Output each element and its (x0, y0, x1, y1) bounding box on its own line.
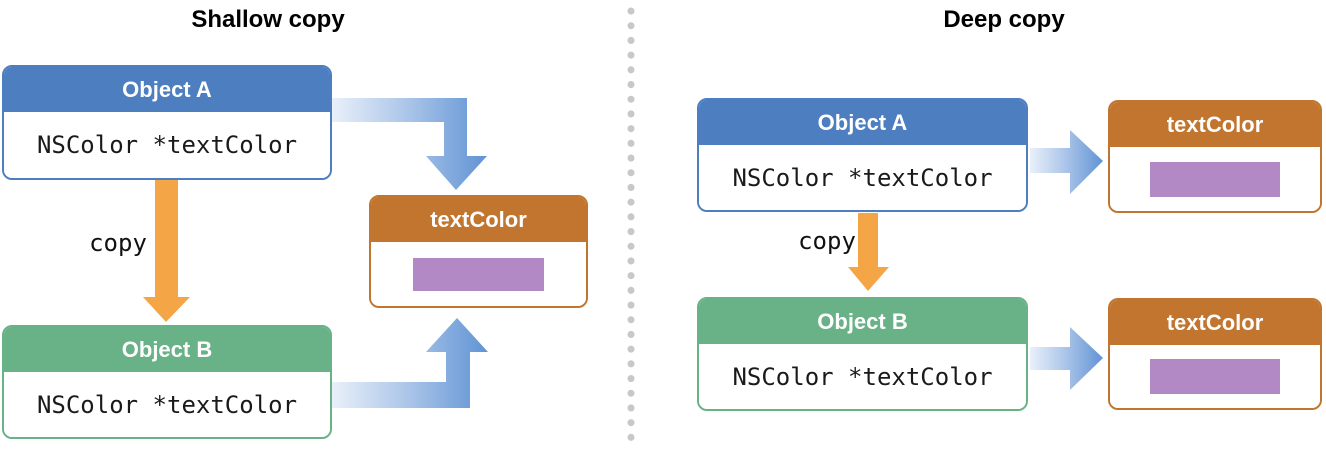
arrow-deep-copy (848, 213, 889, 291)
arrow-deep-b-to-textcolor (1030, 327, 1103, 390)
shallow-copy-title: Shallow copy (191, 6, 345, 33)
shallow-object-a-field: NSColor *textColor (4, 112, 330, 178)
deep-color-swatch-a (1150, 161, 1280, 197)
deep-object-a-box: Object A NSColor *textColor (697, 98, 1028, 212)
deep-textcolor-a-box: textColor (1108, 100, 1322, 213)
shallow-textcolor-box: textColor (369, 195, 588, 308)
arrow-deep-a-to-textcolor (1030, 130, 1103, 194)
deep-copy-title: Deep copy (943, 6, 1065, 33)
deep-textcolor-b-body (1110, 345, 1320, 408)
shallow-textcolor-header: textColor (371, 197, 586, 242)
deep-copy-label: copy (798, 227, 856, 255)
shallow-object-a-header: Object A (4, 67, 330, 112)
arrow-shallow-a-to-textcolor (332, 98, 487, 190)
deep-object-b-header: Object B (699, 299, 1026, 344)
shallow-object-b-field: NSColor *textColor (4, 372, 330, 437)
shallow-textcolor-body (371, 242, 586, 306)
deep-textcolor-a-body (1110, 147, 1320, 211)
deep-textcolor-b-box: textColor (1108, 298, 1322, 410)
deep-object-a-field: NSColor *textColor (699, 145, 1026, 210)
arrow-shallow-copy (143, 180, 190, 322)
shallow-color-swatch (413, 257, 544, 291)
shallow-object-a-box: Object A NSColor *textColor (2, 65, 332, 180)
deep-object-b-field: NSColor *textColor (699, 344, 1026, 409)
deep-object-a-header: Object A (699, 100, 1026, 145)
shallow-object-b-header: Object B (4, 327, 330, 372)
deep-object-b-box: Object B NSColor *textColor (697, 297, 1028, 411)
deep-textcolor-b-header: textColor (1110, 300, 1320, 345)
arrow-shallow-b-to-textcolor (332, 318, 488, 408)
deep-textcolor-a-header: textColor (1110, 102, 1320, 147)
deep-color-swatch-b (1150, 359, 1280, 394)
shallow-object-b-box: Object B NSColor *textColor (2, 325, 332, 439)
shallow-copy-label: copy (89, 229, 147, 257)
